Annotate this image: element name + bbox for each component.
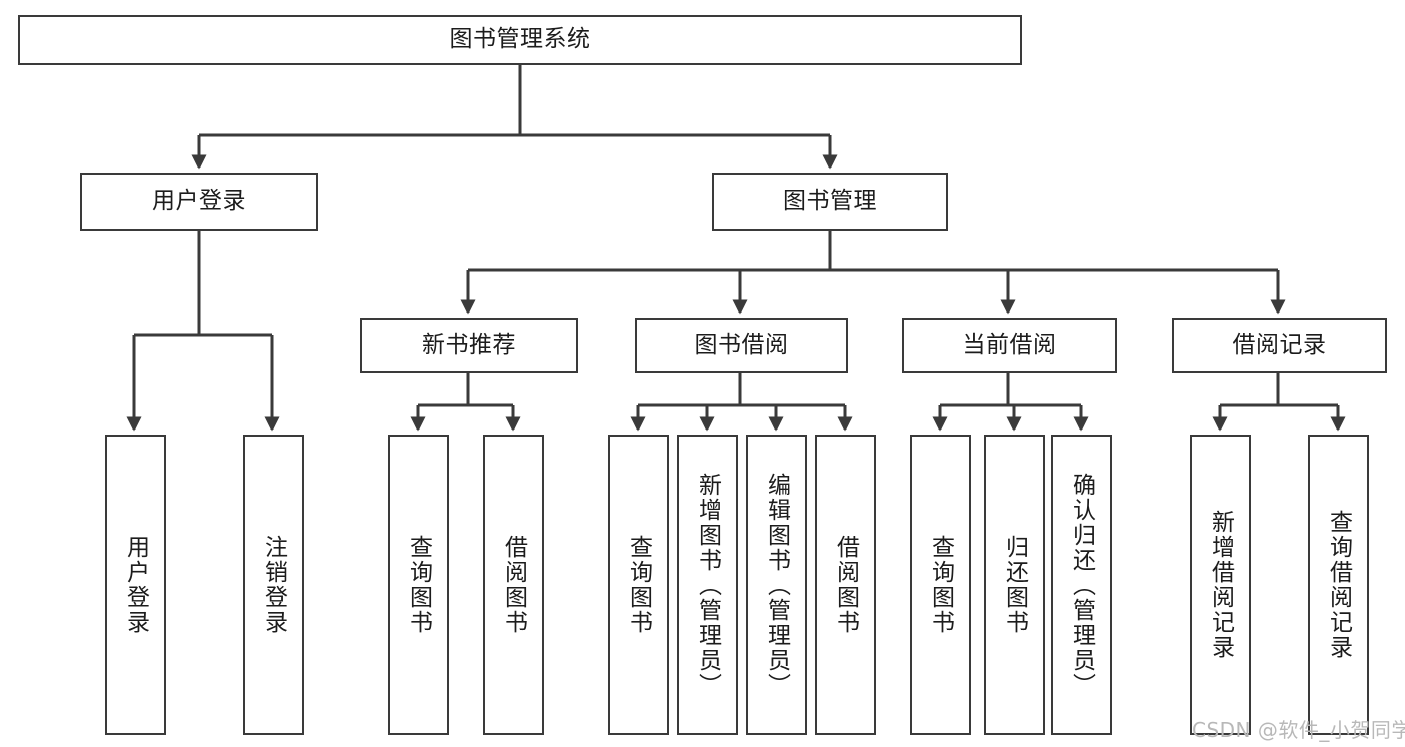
node-user-login[interactable]: 用户登录 [80,173,318,231]
node-label: 注销登录 [260,535,287,635]
node-label: 查询借阅记录 [1325,510,1352,660]
node-label: 借阅图书 [500,535,527,635]
node-label: 新增借阅记录 [1207,510,1234,660]
node-label: 当前借阅 [962,331,1057,358]
node-label: 编辑图书（管理员） [763,472,790,698]
node-leaf-return-book[interactable]: 归还图书 [984,435,1045,735]
node-leaf-query-book-2[interactable]: 查询图书 [608,435,669,735]
node-label: 确认归还（管理员） [1068,472,1095,698]
node-label: 借阅图书 [832,535,859,635]
node-label: 用户登录 [122,535,149,635]
node-leaf-logout-login[interactable]: 注销登录 [243,435,304,735]
node-label: 新增图书（管理员） [694,472,721,698]
node-label: 用户登录 [152,188,246,215]
node-leaf-edit-book-admin[interactable]: 编辑图书（管理员） [746,435,807,735]
node-label: 归还图书 [1001,535,1028,635]
node-leaf-query-borrow-record[interactable]: 查询借阅记录 [1308,435,1369,735]
node-label: 图书管理系统 [449,26,591,53]
node-leaf-borrow-book-2[interactable]: 借阅图书 [815,435,876,735]
node-label: 借阅记录 [1232,331,1327,358]
node-leaf-query-book-1[interactable]: 查询图书 [388,435,449,735]
node-label: 图书管理 [783,188,877,215]
node-new-book-recommend[interactable]: 新书推荐 [360,318,578,373]
node-label: 新书推荐 [422,331,516,358]
node-leaf-borrow-book-1[interactable]: 借阅图书 [483,435,544,735]
node-leaf-query-book-3[interactable]: 查询图书 [910,435,971,735]
node-label: 查询图书 [625,535,652,635]
node-label: 图书借阅 [694,331,789,358]
node-book-borrow[interactable]: 图书借阅 [635,318,848,373]
node-current-borrow[interactable]: 当前借阅 [902,318,1117,373]
node-leaf-add-book-admin[interactable]: 新增图书（管理员） [677,435,738,735]
node-leaf-add-borrow-record[interactable]: 新增借阅记录 [1190,435,1251,735]
node-leaf-user-login[interactable]: 用户登录 [105,435,166,735]
node-book-management[interactable]: 图书管理 [712,173,948,231]
node-leaf-confirm-return-admin[interactable]: 确认归还（管理员） [1051,435,1112,735]
node-book-management-system[interactable]: 图书管理系统 [18,15,1022,65]
node-label: 查询图书 [927,535,954,635]
node-borrow-record[interactable]: 借阅记录 [1172,318,1387,373]
node-label: 查询图书 [405,535,432,635]
